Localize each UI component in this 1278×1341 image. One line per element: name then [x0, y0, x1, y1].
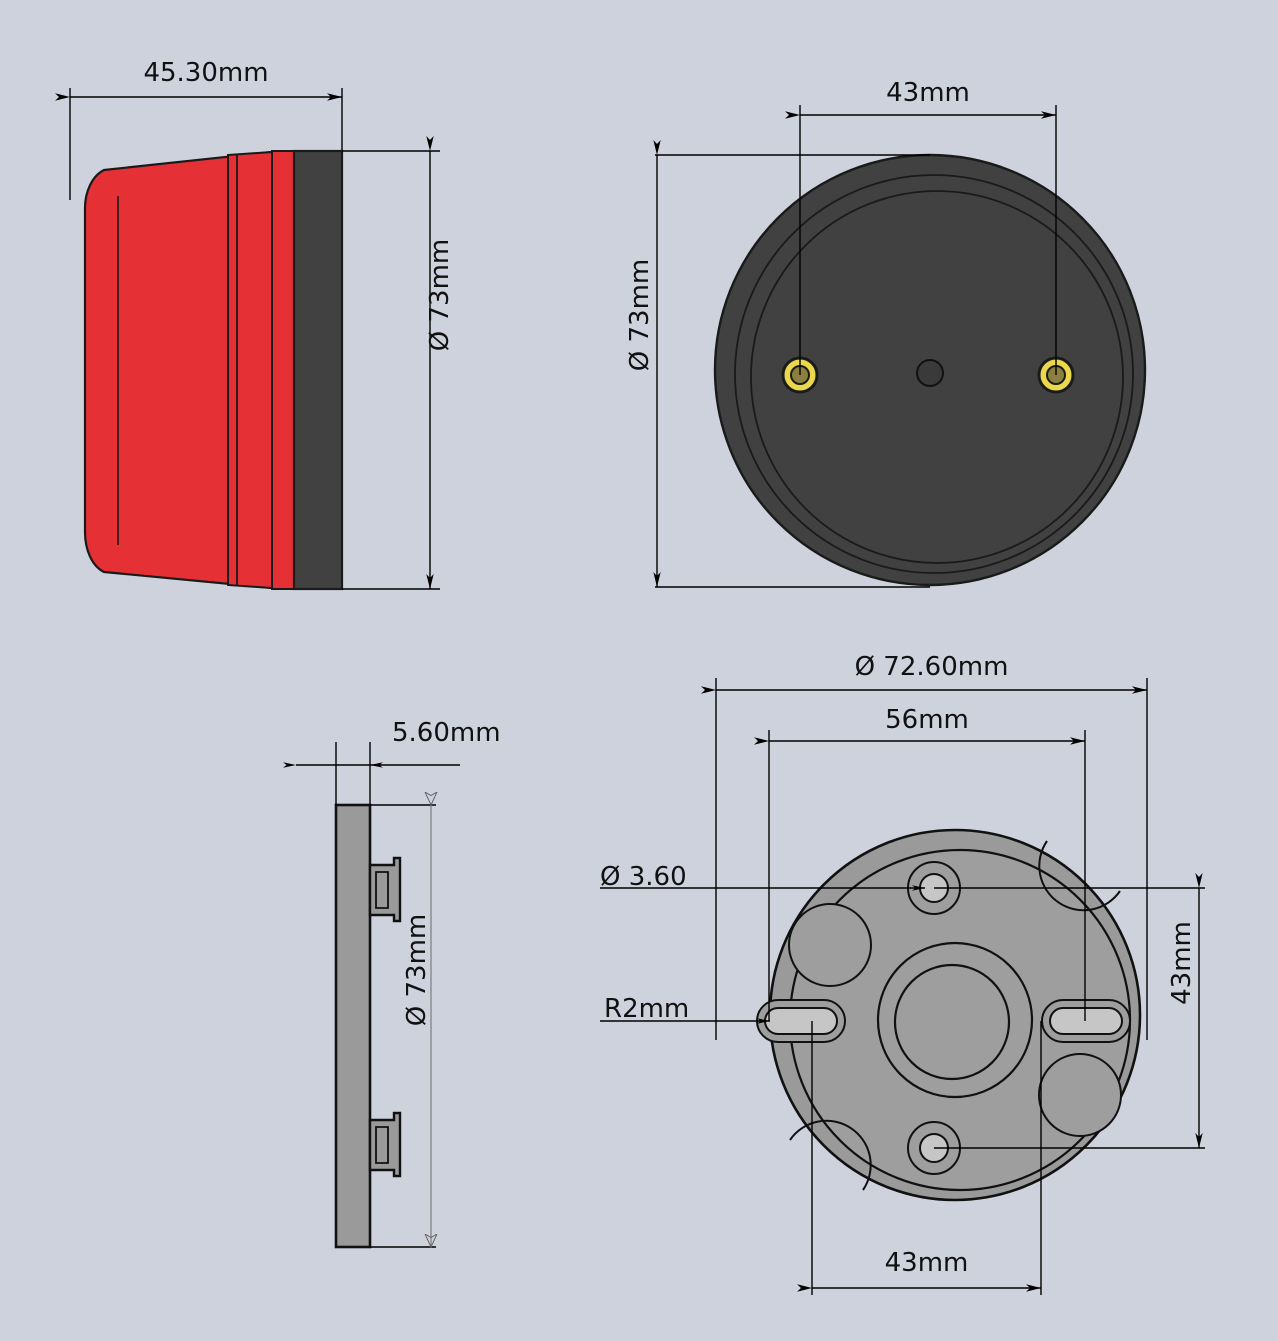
- label-diameter-3-60: Ø 3.60: [600, 862, 687, 892]
- bracket-tab-upper: [368, 856, 402, 923]
- dimension-5-60mm: [283, 742, 460, 805]
- view-edge-bracket: [283, 742, 460, 1249]
- dimension-56mm: [754, 730, 1086, 1021]
- label-r2mm: R2mm: [604, 994, 690, 1024]
- lens-rim: [271, 150, 295, 590]
- lamp-rim-ring-1: [734, 174, 1134, 574]
- rim-notch-top-right: [1038, 840, 1121, 912]
- bracket-tab-lower-inner: [375, 1126, 389, 1164]
- dark-bezel: [292, 149, 344, 591]
- bracket-tab-lower: [368, 1111, 402, 1178]
- mounting-slot-left: [756, 999, 846, 1043]
- label-45-30mm: 45.30mm: [143, 58, 269, 88]
- dimension-43mm-vertical: [934, 873, 1205, 1149]
- lens-ring-segment: [227, 150, 273, 590]
- dimension-43mm-terminal-spacing: [785, 105, 1057, 375]
- mounting-slot-right: [1041, 999, 1131, 1043]
- dimension-45-30mm: [55, 88, 343, 200]
- label-diameter-73mm-front: Ø 73mm: [625, 258, 655, 372]
- label-43mm-terminal-spacing: 43mm: [886, 78, 970, 108]
- dimension-diameter-73mm-edge: [370, 805, 436, 1247]
- lamp-center-hole: [916, 359, 944, 387]
- dimension-diameter-73mm-front: [653, 140, 930, 588]
- label-5-60mm: 5.60mm: [392, 718, 501, 748]
- label-43mm-horizontal: 43mm: [884, 1248, 969, 1278]
- lamp-rim-ring-2: [750, 190, 1124, 564]
- bracket-plate-edge: [334, 803, 372, 1249]
- center-boss-inner: [893, 963, 1011, 1081]
- label-56mm: 56mm: [885, 705, 969, 735]
- recess-pocket-bottom-right: [1038, 1053, 1122, 1137]
- dimension-diameter-72-60mm: [701, 678, 1148, 1040]
- view-plan-bracket: [600, 678, 1205, 1295]
- dimension-43mm-horizontal: [797, 1021, 1042, 1295]
- view-front-dark-lamp: [653, 105, 1147, 588]
- rim-notch-bottom-left: [789, 1119, 872, 1191]
- recess-pocket-top-left: [788, 903, 872, 987]
- view-side-red-lens: [55, 88, 440, 591]
- bracket-tab-upper-inner: [375, 871, 389, 909]
- label-diameter-72-60mm: Ø 72.60mm: [854, 652, 1009, 682]
- label-diameter-73mm-edge: Ø 73mm: [402, 913, 432, 1027]
- dimension-diameter-73mm-side: [342, 136, 440, 590]
- label-diameter-73mm-side: Ø 73mm: [425, 238, 455, 352]
- label-43mm-vertical: 43mm: [1167, 921, 1197, 1005]
